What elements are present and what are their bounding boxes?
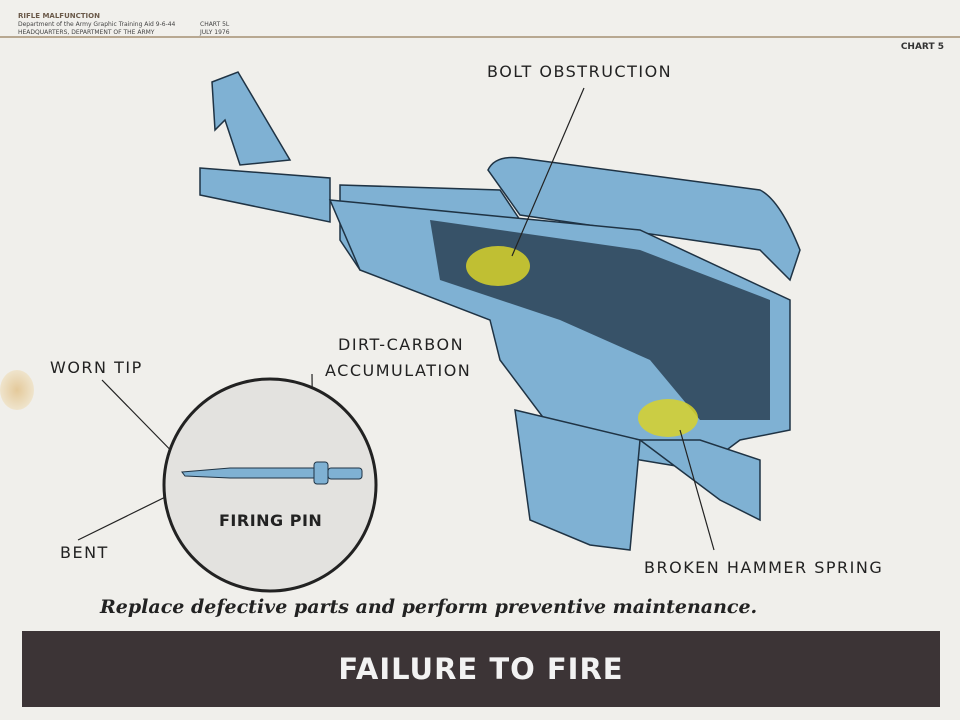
top-strip (0, 0, 960, 38)
header-line2: HEADQUARTERS, DEPARTMENT OF THE ARMY (18, 29, 155, 36)
label-worn-tip: WORN TIP (50, 358, 143, 377)
instruction-text: Replace defective parts and perform prev… (100, 596, 758, 618)
header-line1: Department of the Army Graphic Training … (18, 21, 176, 28)
label-dirt-carbon: DIRT-CARBON (338, 335, 465, 354)
label-bent: BENT (60, 543, 109, 562)
firing-pin-icon (181, 461, 363, 485)
label-accumulation: ACCUMULATION (325, 361, 472, 380)
header-chart-ref: CHART 5L (200, 21, 230, 28)
title-banner: FAILURE TO FIRE (22, 631, 940, 707)
bolt-obstruction-highlight (466, 246, 530, 286)
firing-pin-inset (162, 377, 378, 593)
label-bolt-obstruction: BOLT OBSTRUCTION (487, 62, 673, 81)
chart-number: CHART 5 (900, 42, 944, 52)
poster (0, 38, 960, 720)
hammer-spring-highlight (638, 399, 698, 437)
label-broken-hammer-spring: BROKEN HAMMER SPRING (644, 558, 884, 577)
banner-title: FAILURE TO FIRE (338, 652, 624, 686)
stain (0, 370, 34, 410)
header-date: JULY 1976 (200, 29, 230, 36)
label-firing-pin: FIRING PIN (219, 511, 323, 530)
header-title: RIFLE MALFUNCTION (18, 12, 100, 20)
